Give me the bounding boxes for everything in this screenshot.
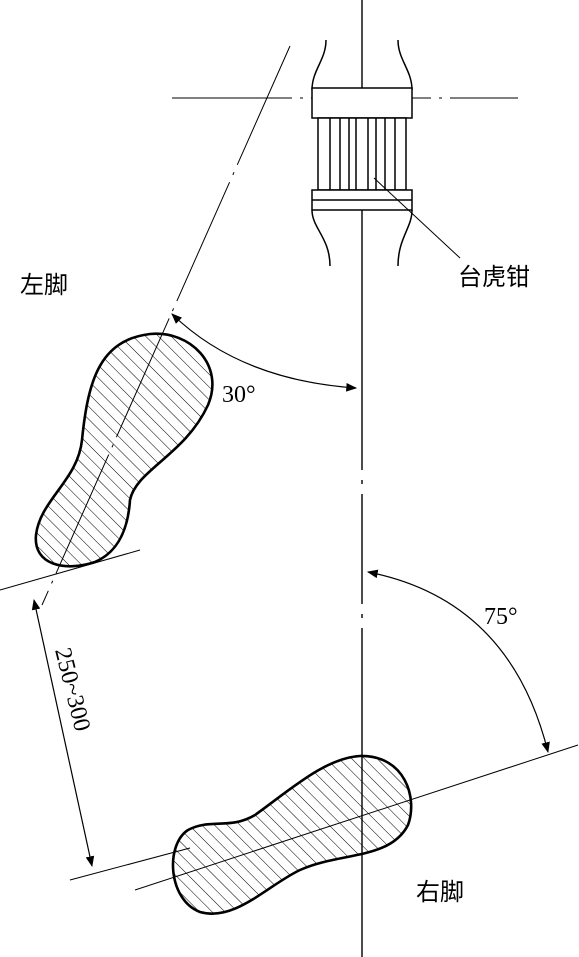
left-foot-label: 左脚 xyxy=(20,271,68,299)
right-foot-outline xyxy=(171,754,413,915)
vise-label: 台虎钳 xyxy=(458,263,530,291)
vise xyxy=(311,39,413,267)
angle-75-label: 75° xyxy=(484,604,518,630)
angle-75-arc xyxy=(366,569,550,754)
angle-30-label: 30° xyxy=(222,382,256,408)
right-foot-baseline xyxy=(69,847,191,881)
left-foot-outline xyxy=(34,332,214,568)
distance-dimension-line xyxy=(31,598,95,868)
left-foot-baseline xyxy=(0,549,141,591)
right-foot-axis xyxy=(134,744,579,891)
distance-label: 250~300 xyxy=(49,645,95,734)
vise-leader-line xyxy=(373,177,461,259)
right-foot-label: 右脚 xyxy=(416,878,464,906)
angle-30-arc xyxy=(171,313,358,392)
